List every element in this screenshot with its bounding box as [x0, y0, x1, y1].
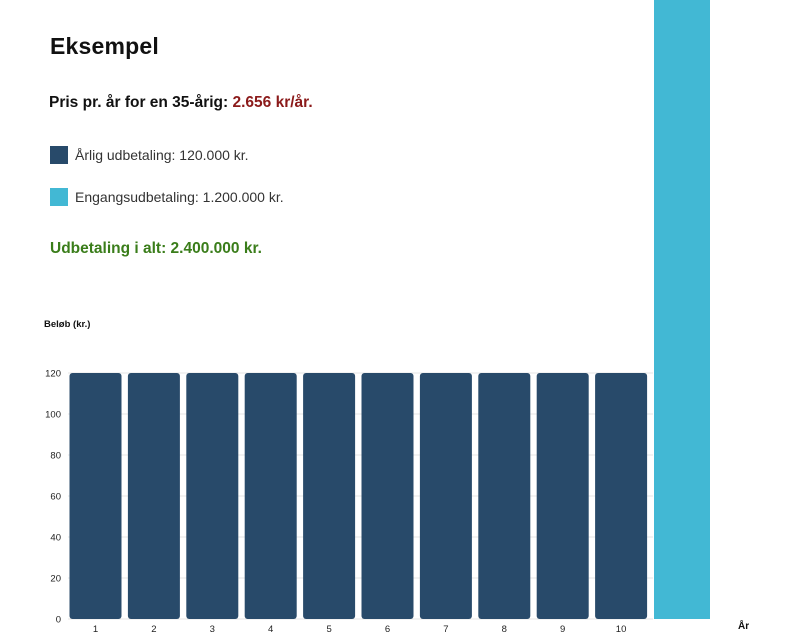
- y-tick-label: 80: [50, 451, 61, 462]
- bar-annual: [536, 373, 589, 619]
- price-value: 2.656 kr/år.: [232, 94, 313, 111]
- x-tick-label: 5: [326, 624, 331, 633]
- price-line: Pris pr. år for en 35-årig: 2.656 kr/år.: [49, 94, 313, 112]
- x-tick-label: 6: [385, 624, 390, 633]
- legend-label-annual: Årlig udbetaling: 120.000 kr.: [75, 147, 249, 163]
- legend-label-lump: Engangsudbetaling: 1.200.000 kr.: [75, 189, 284, 205]
- y-tick-label: 40: [50, 533, 61, 544]
- bar-annual: [244, 373, 297, 619]
- bar-annual: [361, 373, 414, 619]
- x-tick-label: 8: [502, 624, 507, 633]
- tick-labels: 0 20 40 60 80 100 120 1 2 3 4 5 6 7 8 9 10: [45, 369, 626, 633]
- bar-lump: [654, 0, 710, 619]
- x-tick-label: 9: [560, 624, 565, 633]
- legend-swatch-lump: [50, 188, 68, 206]
- y-tick-label: 120: [45, 369, 61, 380]
- legend-item-lump: Engangsudbetaling: 1.200.000 kr.: [50, 188, 284, 206]
- bar-annual: [595, 373, 648, 619]
- total-line: Udbetaling i alt: 2.400.000 kr.: [50, 240, 262, 257]
- legend-swatch-annual: [50, 146, 68, 164]
- bar-annual: [478, 373, 531, 619]
- x-axis-label: År: [738, 619, 749, 632]
- x-tick-label: 2: [151, 624, 156, 633]
- price-label: Pris pr. år for en 35-årig:: [49, 94, 233, 111]
- bar-annual: [69, 373, 122, 619]
- x-tick-label: 10: [616, 624, 627, 633]
- x-tick-label: 1: [93, 624, 98, 633]
- y-tick-label: 60: [50, 492, 61, 503]
- y-axis-label: Beløb (kr.): [44, 319, 90, 330]
- y-tick-label: 20: [50, 574, 61, 585]
- bar-annual: [303, 373, 356, 619]
- bar-annual: [186, 373, 239, 619]
- x-tick-label: 3: [210, 624, 215, 633]
- bars: [69, 0, 710, 619]
- bar-annual: [127, 373, 180, 619]
- page-title: Eksempel: [50, 33, 159, 59]
- x-tick-label: 4: [268, 624, 273, 633]
- y-tick-label: 100: [45, 410, 61, 421]
- y-tick-label: 0: [56, 615, 61, 626]
- x-tick-label: 7: [443, 624, 448, 633]
- legend-item-annual: Årlig udbetaling: 120.000 kr.: [50, 146, 249, 164]
- bar-annual: [419, 373, 472, 619]
